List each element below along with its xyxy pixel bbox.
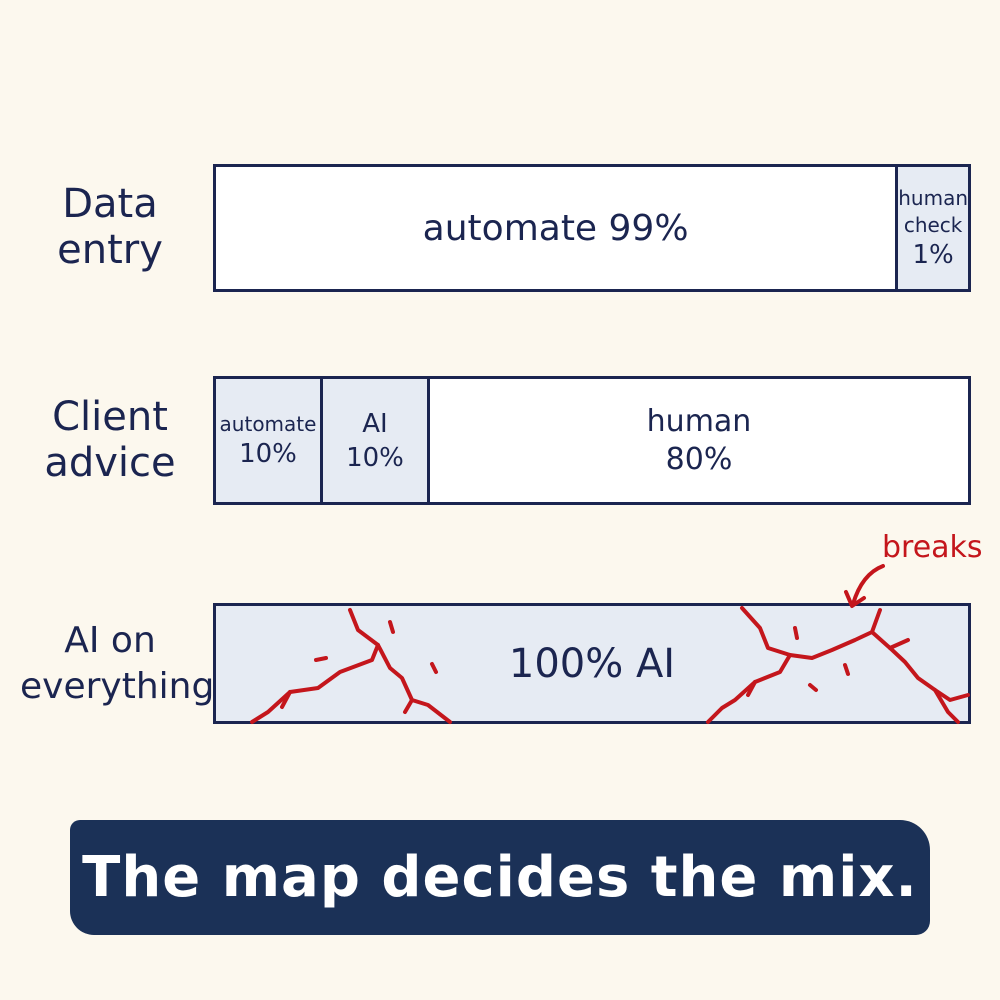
bar-ai-on-everything: 100% AI: [213, 603, 971, 724]
segment-label: AI: [362, 408, 388, 439]
breaks-arrow: [851, 564, 885, 606]
caption-banner: The map decides the mix.: [70, 820, 930, 935]
row-label-client-advice: Client advice: [20, 394, 200, 486]
bar-data-entry: automate 99% human check 1%: [213, 164, 971, 292]
row-label-line: Client: [52, 394, 168, 440]
breaks-annotation: breaks: [882, 530, 983, 565]
segment-ai-10: AI 10%: [320, 379, 427, 502]
row-label-ai-on-everything: AI on everything: [20, 618, 215, 710]
segment-value: 10%: [346, 442, 404, 473]
segment-label: 100% AI: [508, 640, 676, 687]
bar-client-advice: automate 10% AI 10% human 80%: [213, 376, 971, 505]
row-label-data-entry: Data entry: [20, 181, 200, 273]
segment-automate-10: automate 10%: [216, 379, 320, 502]
segment-human-check-1: human check 1%: [895, 167, 968, 289]
caption-text: The map decides the mix.: [82, 845, 918, 910]
row-label-line: AI on: [64, 620, 156, 661]
segment-label: human: [646, 403, 752, 439]
segment-label: check: [903, 213, 963, 237]
row-label-line: entry: [57, 227, 163, 273]
segment-label: automate 99%: [422, 207, 689, 249]
segment-human-80: human 80%: [427, 379, 968, 502]
segment-100-ai: 100% AI: [216, 606, 968, 721]
segment-value: 80%: [665, 441, 733, 477]
segment-value: 10%: [239, 439, 297, 469]
row-label-line: advice: [44, 440, 176, 486]
segment-value: 1%: [912, 240, 954, 270]
segment-label: automate: [219, 412, 317, 436]
row-label-line: Data: [62, 181, 158, 227]
row-label-line: everything: [20, 666, 215, 707]
segment-label: human: [898, 186, 968, 210]
segment-automate-99: automate 99%: [216, 167, 896, 289]
